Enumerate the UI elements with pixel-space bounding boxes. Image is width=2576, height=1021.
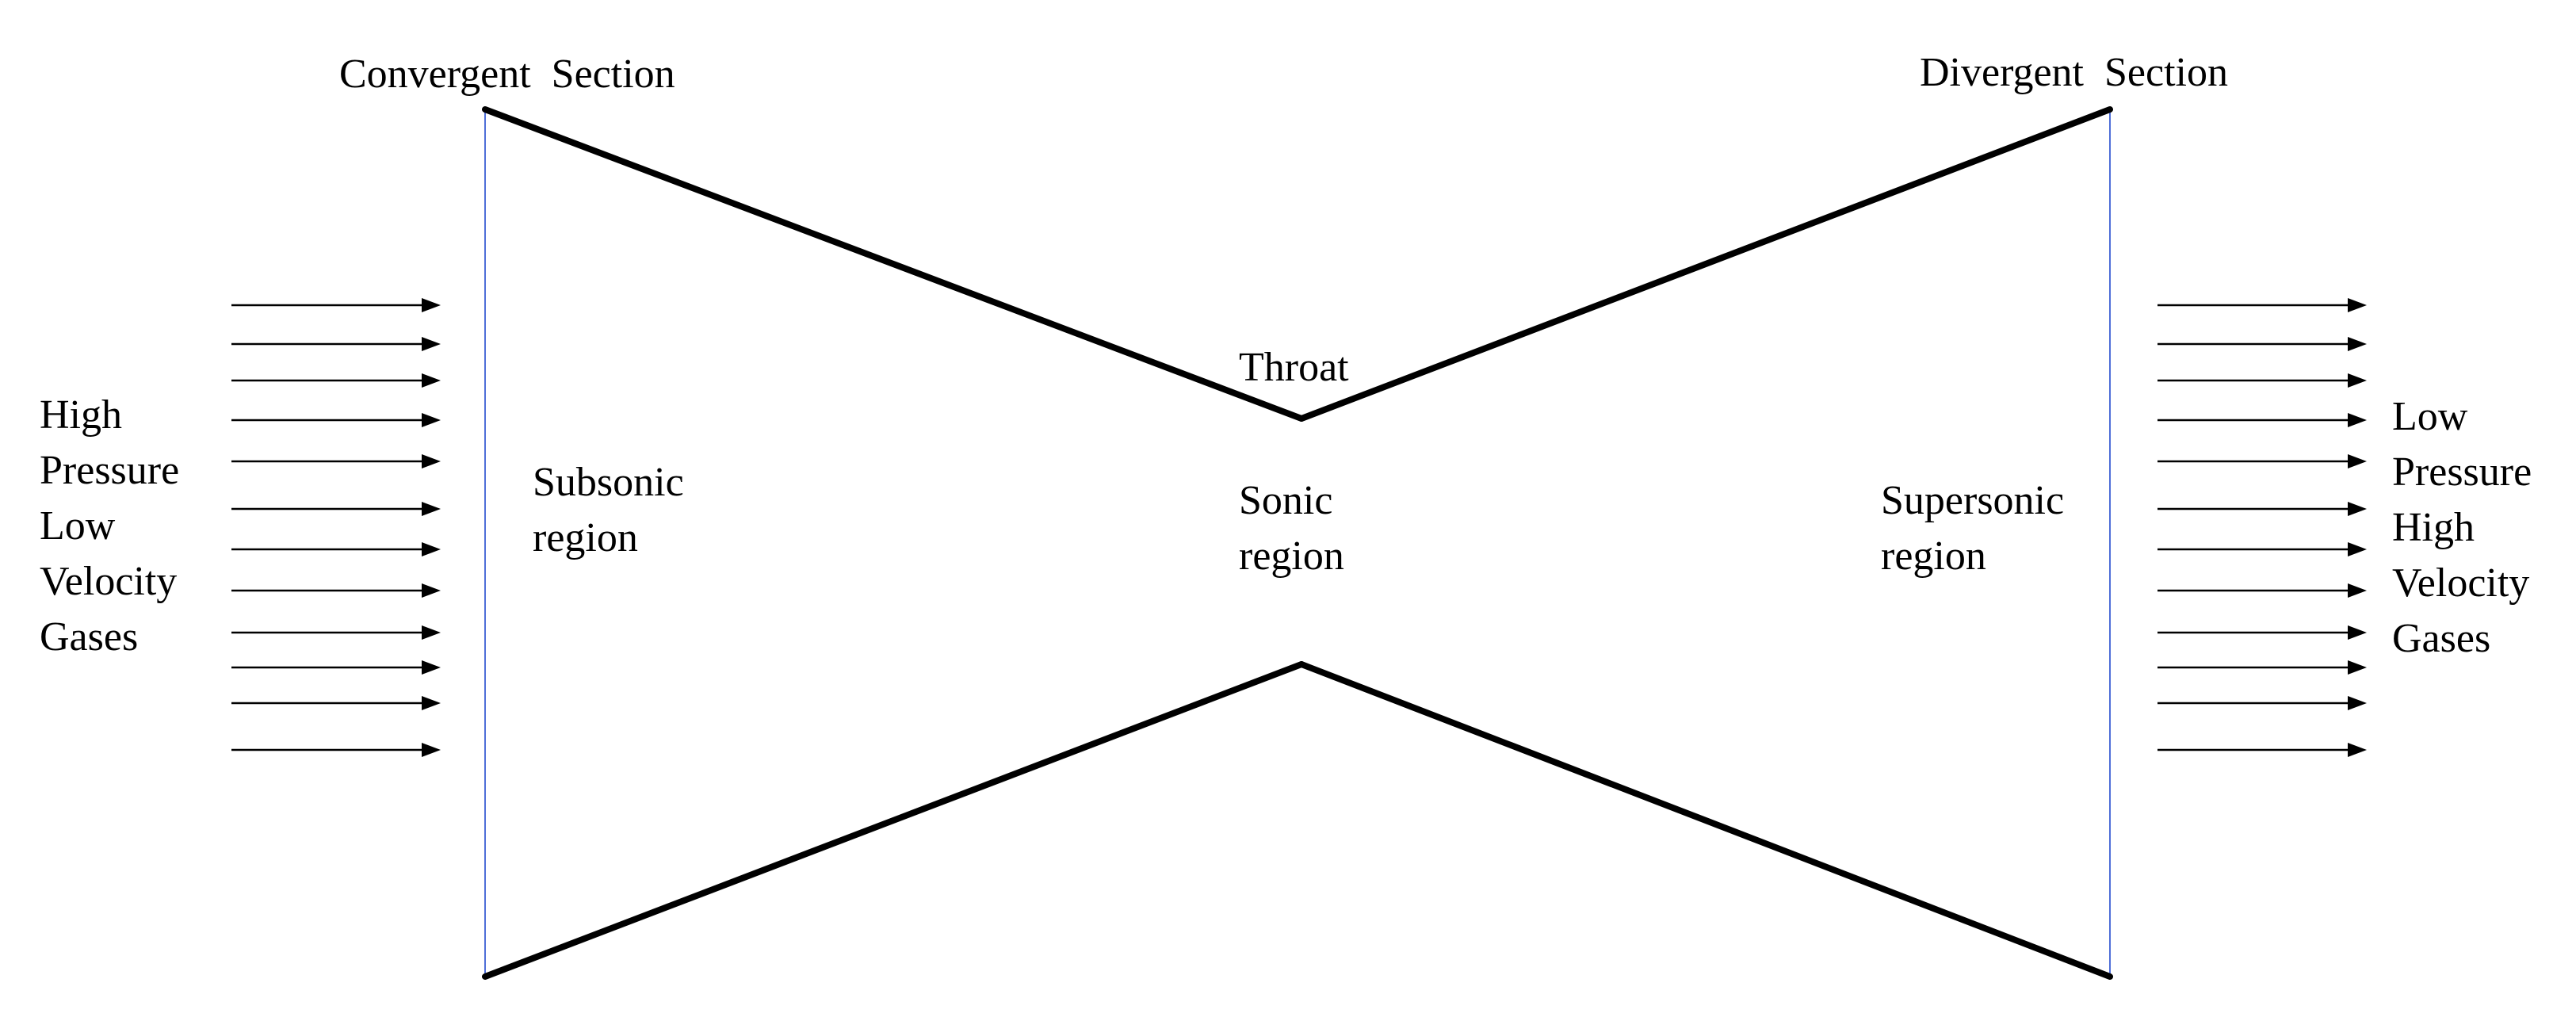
inlet-arrow-head-2: [422, 337, 441, 351]
supersonic-region-line-1: Supersonic: [1881, 478, 2064, 523]
divergent-section-label: Divergent Section: [1920, 50, 2228, 95]
inlet-arrow-head-4: [422, 413, 441, 427]
inlet-line-5: Gases: [40, 614, 138, 660]
inlet-flow-arrows: [231, 298, 441, 757]
divergent-lower-wall: [1298, 661, 2113, 980]
subsonic-region-line-1: Subsonic: [533, 460, 684, 505]
inlet-line-1: High: [40, 392, 122, 438]
sonic-region-label: Sonic region: [1239, 478, 1344, 579]
inlet-arrow-head-8: [422, 583, 441, 598]
outlet-arrow-head-1: [2348, 298, 2367, 312]
inlet-arrow-head-6: [422, 502, 441, 516]
subsonic-region-line-2: region: [533, 515, 638, 560]
inlet-line-3: Low: [40, 503, 116, 549]
convergent-upper-wall: [482, 106, 1305, 422]
inlet-arrow-head-1: [422, 298, 441, 312]
convergent-section-label: Convergent Section: [339, 52, 675, 97]
outlet-flow-arrows: [2157, 298, 2367, 757]
subsonic-region-label: Subsonic region: [533, 460, 694, 560]
outlet-arrow-head-11: [2348, 696, 2367, 710]
supersonic-region-line-2: region: [1881, 533, 1986, 579]
outlet-description: Low Pressure High Velocity Gases: [2392, 394, 2542, 661]
inlet-line-2: Pressure: [40, 448, 179, 493]
outlet-arrow-head-2: [2348, 337, 2367, 351]
outlet-arrow-head-6: [2348, 502, 2367, 516]
outlet-line-4: Velocity: [2392, 560, 2529, 606]
sonic-region-line-2: region: [1239, 533, 1344, 579]
inlet-arrow-head-3: [422, 373, 441, 388]
sonic-region-line-1: Sonic: [1239, 478, 1332, 523]
supersonic-region-label: Supersonic region: [1881, 478, 2074, 579]
inlet-arrow-head-5: [422, 454, 441, 468]
convergent-lower-wall: [482, 661, 1305, 980]
outlet-line-2: Pressure: [2392, 449, 2532, 495]
divergent-upper-wall: [1298, 106, 2113, 422]
inlet-description: High Pressure Low Velocity Gases: [40, 392, 189, 660]
outlet-arrow-head-7: [2348, 542, 2367, 556]
outlet-arrow-head-9: [2348, 625, 2367, 640]
inlet-arrow-head-7: [422, 542, 441, 556]
throat-label: Throat: [1239, 345, 1349, 390]
outlet-arrow-head-8: [2348, 583, 2367, 598]
outlet-arrow-head-10: [2348, 660, 2367, 675]
outlet-line-5: Gases: [2392, 616, 2490, 661]
outlet-arrow-head-4: [2348, 413, 2367, 427]
inlet-line-4: Velocity: [40, 559, 177, 604]
outlet-line-1: Low: [2392, 394, 2468, 439]
inlet-arrow-head-10: [422, 660, 441, 675]
outlet-arrow-head-5: [2348, 454, 2367, 468]
outlet-arrow-head-3: [2348, 373, 2367, 388]
inlet-arrow-head-12: [422, 743, 441, 757]
outlet-line-3: High: [2392, 505, 2475, 550]
inlet-arrow-head-11: [422, 696, 441, 710]
inlet-arrow-head-9: [422, 625, 441, 640]
outlet-arrow-head-12: [2348, 743, 2367, 757]
